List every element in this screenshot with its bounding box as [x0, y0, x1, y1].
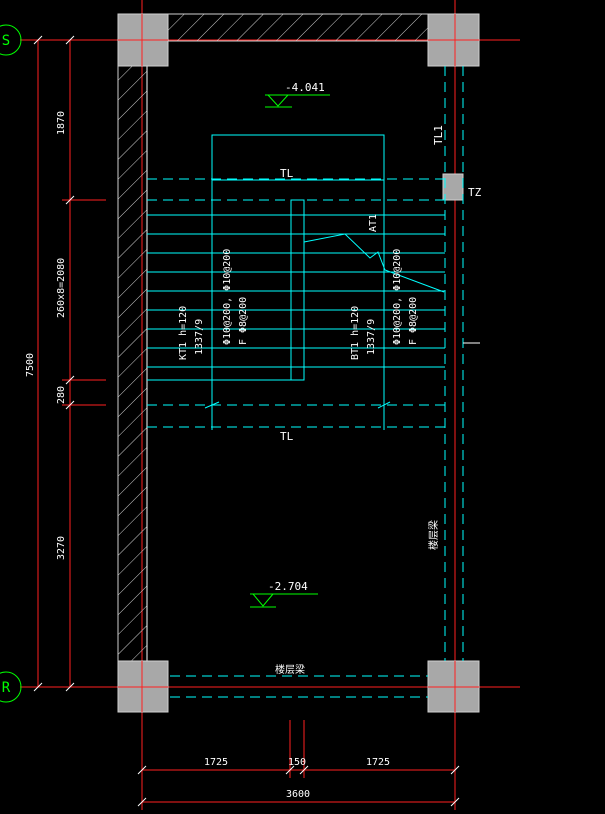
- column-centerlines: [118, 14, 479, 712]
- dim-vertical-2: 260x8=2080: [56, 258, 67, 318]
- flight-right-rebar-main: Φ10@200, Φ10@200: [392, 249, 403, 345]
- flight-right-rebar-dist: F Φ8@200: [408, 297, 419, 345]
- level-upper-value: -4.041: [285, 81, 325, 94]
- level-marker-upper: [265, 94, 330, 108]
- cut-line: [303, 233, 445, 293]
- left-wall: [117, 65, 148, 663]
- stair-treads: [147, 214, 445, 381]
- flight-left-steps: 1337/9: [194, 319, 205, 355]
- flight-left-code: KT1 h=120: [178, 306, 189, 360]
- stair-top-outline: [211, 134, 385, 181]
- dim-horizontal-1: 1725: [204, 757, 228, 768]
- axis-bubble-s: [0, 24, 22, 56]
- stair-well: [290, 199, 305, 381]
- flight-left-rebar-dist: F Φ8@200: [238, 297, 249, 345]
- flight-right-steps: 1337/9: [366, 319, 377, 355]
- flight-left-rebar-main: Φ10@200, Φ10@200: [222, 249, 233, 345]
- top-wall: [167, 13, 429, 42]
- dim-vertical-3: 280: [56, 386, 67, 404]
- dim-vertical-4: 3270: [56, 536, 67, 560]
- dim-horizontal-3: 1725: [366, 757, 390, 768]
- beam-tl-bottom-label: TL: [280, 430, 294, 443]
- column-tz-label: TZ: [468, 186, 482, 199]
- dim-vertical-1: 1870: [56, 111, 67, 135]
- level-lower-value: -2.704: [268, 580, 308, 593]
- flight-at1-label: AT1: [368, 214, 379, 232]
- dim-horizontal-total: 3600: [286, 789, 310, 800]
- axis-label-r: R: [2, 680, 11, 696]
- vertical-dimension-lines: [30, 35, 106, 692]
- dim-horizontal-2: 150: [288, 757, 306, 768]
- level-marker-lower: [250, 593, 318, 608]
- axis-bubble-r: [0, 671, 22, 703]
- horizontal-dimension-lines: [137, 720, 460, 810]
- beam-tl1-label: TL1: [432, 125, 445, 145]
- note-right: 楼层梁: [427, 520, 440, 550]
- note-bottom: 楼层梁: [275, 663, 305, 676]
- column-tz: [442, 173, 464, 201]
- axis-label-s: S: [2, 33, 10, 49]
- dim-vertical-total: 7500: [25, 353, 36, 377]
- section-marks: [204, 222, 391, 430]
- flight-right-code: BT1 h=120: [350, 306, 361, 360]
- beam-tl-top-label: TL: [280, 167, 294, 180]
